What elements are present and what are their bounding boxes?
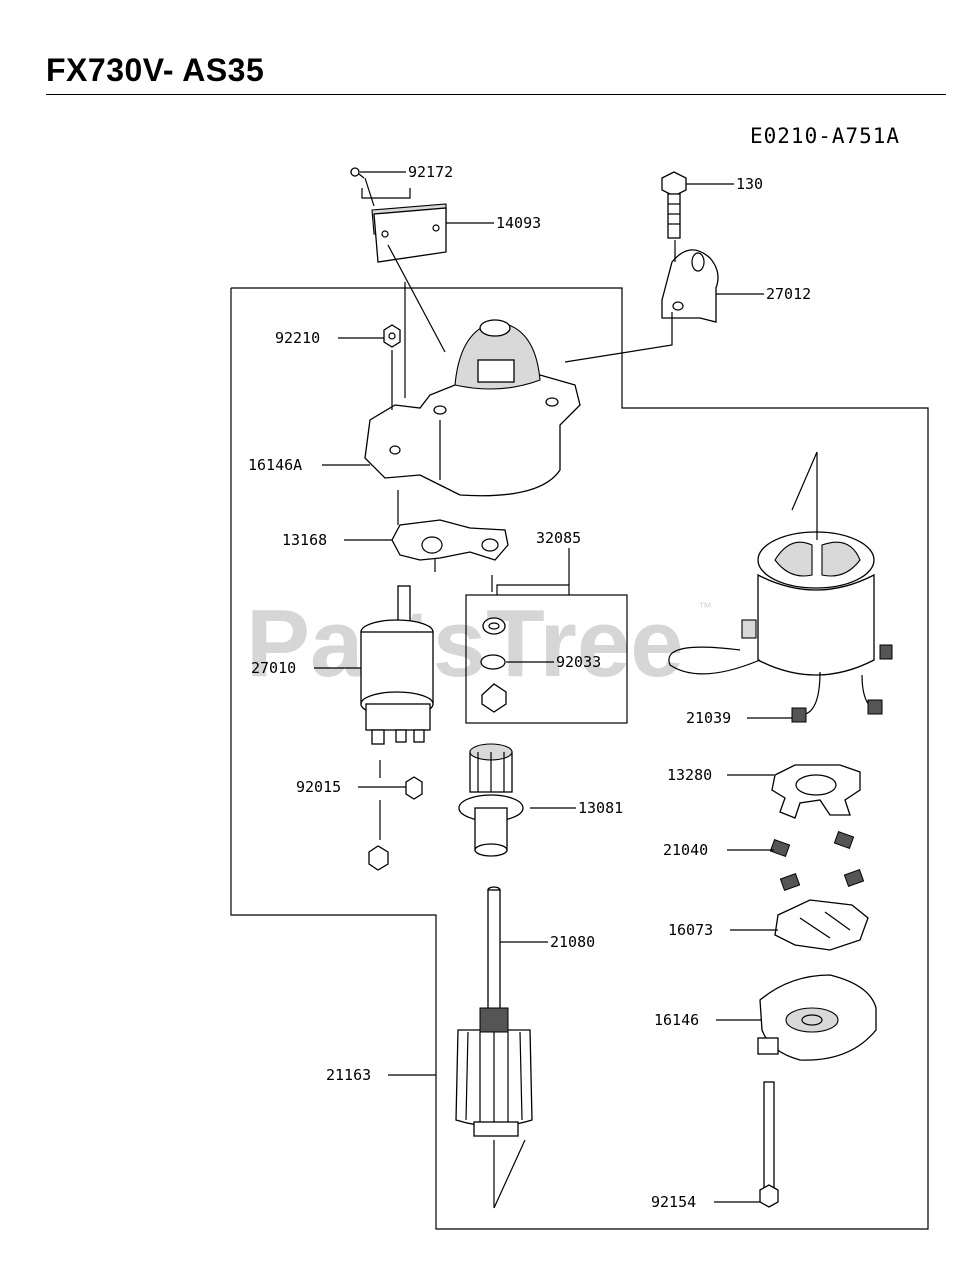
leader-lines xyxy=(314,171,792,1203)
callout-92033[interactable]: 92033 xyxy=(556,653,601,671)
hex-nut-icon xyxy=(368,760,423,871)
assembly-guide-lines xyxy=(364,177,818,1209)
bolt-icon xyxy=(661,171,687,239)
callout-32085[interactable]: 32085 xyxy=(536,529,581,547)
screw-icon xyxy=(350,167,365,179)
callout-21040[interactable]: 21040 xyxy=(663,841,708,859)
diagram-code: E0210-A751A xyxy=(750,124,901,148)
armature-icon xyxy=(455,886,533,1137)
callout-16073[interactable]: 16073 xyxy=(668,921,713,939)
rear-cover-icon xyxy=(757,974,877,1061)
callout-27012[interactable]: 27012 xyxy=(766,285,811,303)
callout-92154[interactable]: 92154 xyxy=(651,1193,696,1211)
cover-plate-icon xyxy=(361,188,447,263)
callout-92015[interactable]: 92015 xyxy=(296,778,341,796)
watermark-text: PartsTree xyxy=(246,590,684,697)
through-bolt-icon xyxy=(759,1081,779,1208)
brush-spring-icon xyxy=(769,830,865,892)
plate-icon xyxy=(774,899,869,951)
callout-16146[interactable]: 16146 xyxy=(654,1011,699,1029)
callout-92172[interactable]: 92172 xyxy=(408,163,453,181)
callout-13081[interactable]: 13081 xyxy=(578,799,623,817)
page-title: FX730V- AS35 xyxy=(46,52,265,88)
callout-21163[interactable]: 21163 xyxy=(326,1066,371,1084)
yoke-icon xyxy=(668,531,893,723)
callout-21080[interactable]: 21080 xyxy=(550,933,595,951)
assembly-frame xyxy=(230,287,929,1230)
callout-16146A[interactable]: 16146A xyxy=(248,456,302,474)
callout-13168[interactable]: 13168 xyxy=(282,531,327,549)
kit-contents-icon xyxy=(480,617,507,713)
callout-13280[interactable]: 13280 xyxy=(667,766,712,784)
pinion-gear-icon xyxy=(458,743,524,857)
watermark-trademark: ™ xyxy=(698,599,712,615)
bracket-icon xyxy=(661,249,719,323)
nut-icon xyxy=(383,324,401,348)
brush-holder-icon xyxy=(771,764,861,819)
callout-130[interactable]: 130 xyxy=(736,175,763,193)
callout-92210[interactable]: 92210 xyxy=(275,329,320,347)
callout-27010[interactable]: 27010 xyxy=(251,659,296,677)
shift-lever-icon xyxy=(391,519,509,561)
kit-box xyxy=(465,548,628,724)
callout-14093[interactable]: 14093 xyxy=(496,214,541,232)
front-housing-icon xyxy=(364,319,581,497)
title-divider xyxy=(46,94,946,95)
callout-21039[interactable]: 21039 xyxy=(686,709,731,727)
